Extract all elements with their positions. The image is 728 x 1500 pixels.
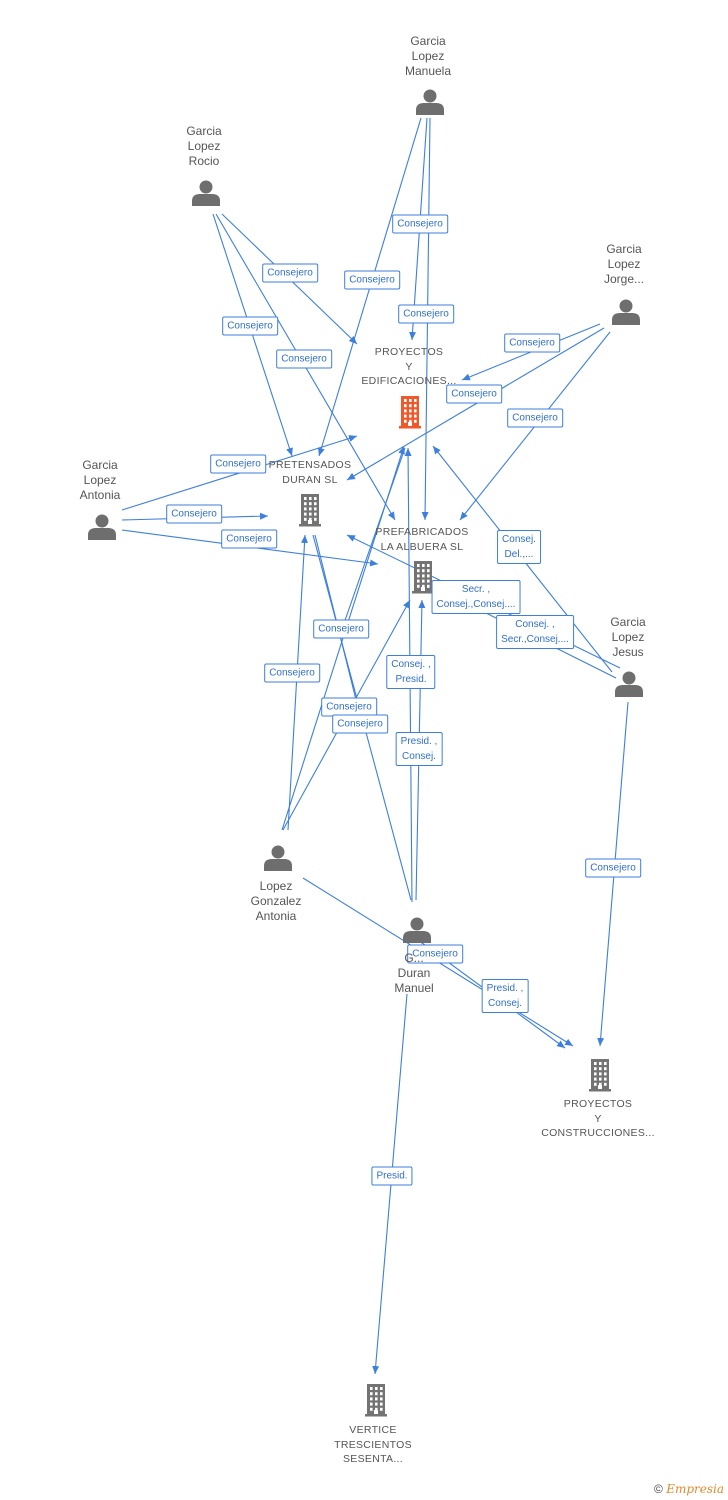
relation-edge	[287, 534, 309, 831]
building-icon-proyectos-edif[interactable]	[399, 396, 421, 429]
copyright-icon: ©	[654, 1482, 663, 1496]
edge-label[interactable]: Consejero	[262, 263, 318, 283]
edge-label[interactable]: Consejero	[210, 454, 266, 474]
edge-label[interactable]: Consejero	[507, 408, 563, 428]
brand-logo[interactable]: Empresia	[666, 1482, 724, 1496]
edge-label[interactable]: Consejero	[585, 858, 641, 878]
relation-edge	[341, 447, 406, 630]
edge-label[interactable]: Consejero	[276, 349, 332, 369]
edge-label[interactable]: Consejero	[166, 504, 222, 524]
edge-label[interactable]: Consejero	[222, 316, 278, 336]
edge-label[interactable]: Consejero	[446, 384, 502, 404]
building-icon-prefabricados[interactable]	[412, 561, 434, 594]
copyright: © Empresia	[654, 1482, 724, 1496]
icons-layer	[88, 89, 643, 1417]
edge-label[interactable]: Presid.	[371, 1166, 413, 1186]
edge-label[interactable]: Consejero	[398, 304, 454, 324]
edge-label[interactable]: Consejero	[313, 619, 369, 639]
person-icon-rocio[interactable]	[192, 180, 220, 207]
edge-label[interactable]: Consejero	[332, 714, 388, 734]
building-icon-pretensados[interactable]	[299, 494, 321, 527]
edge-label[interactable]: Consejero	[264, 663, 320, 683]
edges-layer	[121, 117, 629, 1375]
person-icon-jesus[interactable]	[615, 671, 643, 698]
person-icon-antonia[interactable]	[88, 514, 116, 541]
edge-label[interactable]: Secr. ,Consej.,Consej....	[431, 580, 521, 614]
person-icon-manuel[interactable]	[403, 917, 431, 944]
edge-label[interactable]: Consejero	[504, 333, 560, 353]
edge-label[interactable]: Presid. ,Consej.	[481, 979, 529, 1013]
person-icon-manuela[interactable]	[416, 89, 444, 116]
edge-label[interactable]: Consejero	[221, 529, 277, 549]
edge-label[interactable]: Consejero	[344, 270, 400, 290]
edge-label[interactable]: Consej. ,Presid.	[386, 655, 436, 689]
person-icon-jorge[interactable]	[612, 299, 640, 326]
building-icon-proyectos-const[interactable]	[589, 1059, 611, 1092]
relation-edge	[346, 327, 605, 481]
edge-label[interactable]: Consejero	[407, 944, 463, 964]
edge-label[interactable]: Presid. ,Consej.	[395, 732, 443, 766]
person-icon-lopez-gonzalez[interactable]	[264, 845, 292, 872]
edge-label[interactable]: Consejero	[392, 214, 448, 234]
edge-label[interactable]: Consej. ,Secr.,Consej....	[496, 615, 574, 649]
building-icon-vertice[interactable]	[365, 1384, 387, 1417]
edge-label[interactable]: Consej.Del.,...	[497, 530, 541, 564]
